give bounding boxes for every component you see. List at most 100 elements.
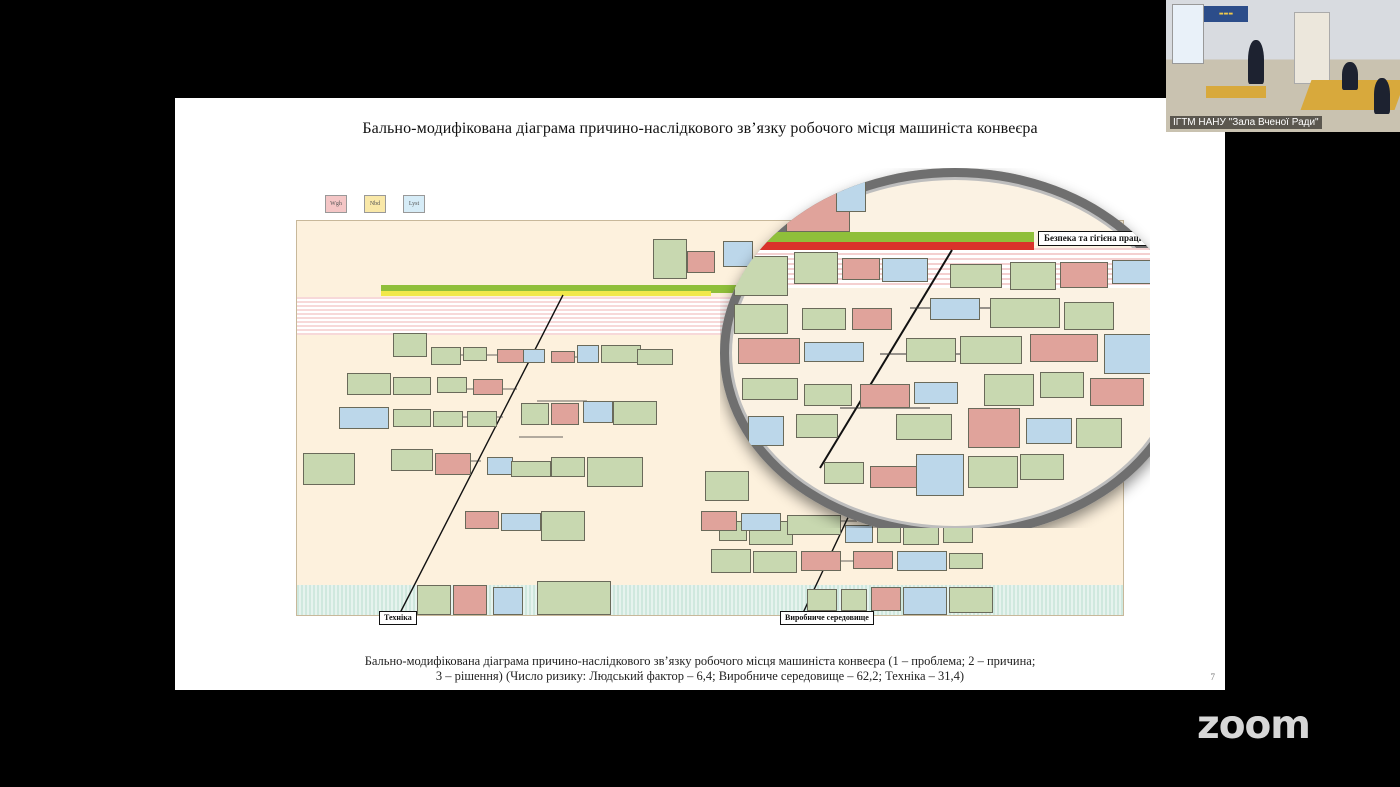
camera-person-standing — [1248, 40, 1264, 84]
diagram-node — [393, 333, 427, 357]
diagram-node — [393, 377, 431, 395]
caption-line-2: 3 – рішення) (Число ризику: Людський фак… — [435, 669, 965, 683]
diagram-node — [841, 589, 867, 611]
lens-diagram-node — [906, 338, 956, 362]
diagram-node — [741, 513, 781, 531]
lens-diagram-node — [914, 382, 958, 404]
diagram-node — [487, 457, 513, 475]
diagram-node — [347, 373, 391, 395]
diagram-spine-yellow — [381, 291, 711, 296]
legend-item-2: Nbd — [364, 195, 386, 213]
diagram-node — [897, 551, 947, 571]
diagram-node — [493, 587, 523, 615]
slide-page-number: 7 — [1210, 672, 1216, 682]
participant-video-thumbnail[interactable]: ▬▬▬ ІГТМ НАНУ "Зала Вченої Ради" — [1166, 0, 1400, 132]
diagram-label-technique: Техніка — [379, 611, 417, 625]
lens-diagram-node — [1076, 418, 1122, 448]
diagram-node — [903, 587, 947, 615]
lens-diagram-node — [1010, 262, 1056, 290]
diagram-node — [463, 347, 487, 361]
diagram-node — [523, 349, 545, 363]
lens-diagram-node — [852, 308, 892, 330]
lens-diagram-node — [1026, 418, 1072, 444]
diagram-node — [465, 511, 499, 529]
camera-wall-sign: ▬▬▬ — [1204, 6, 1248, 22]
diagram-node — [551, 457, 585, 477]
legend-item-3: Lyst — [403, 195, 425, 213]
diagram-node — [551, 403, 579, 425]
lens-diagram-node — [984, 374, 1034, 406]
lens-diagram-node — [1060, 262, 1108, 288]
magnifier-lens: Безпека та гігієна праці — [720, 168, 1150, 528]
diagram-node — [501, 513, 541, 531]
diagram-node — [431, 347, 461, 365]
camera-person-sitting-1 — [1342, 62, 1358, 90]
lens-diagram-node — [1030, 334, 1098, 362]
lens-diagram-node — [882, 258, 928, 282]
slide-caption: Бально-модифікована діаграма причино-нас… — [235, 654, 1165, 684]
diagram-node — [787, 515, 841, 535]
diagram-node — [587, 457, 643, 487]
diagram-node — [613, 401, 657, 425]
diagram-node — [303, 453, 355, 485]
lens-diagram-node — [734, 256, 788, 296]
diagram-node — [853, 551, 893, 569]
lens-diagram-node — [930, 298, 980, 320]
camera-door — [1294, 12, 1330, 84]
lens-diagram-node — [968, 456, 1018, 488]
diagram-node — [801, 551, 841, 571]
diagram-node — [711, 549, 751, 573]
diagram-node — [705, 471, 749, 501]
diagram-node — [577, 345, 599, 363]
diagram-node — [391, 449, 433, 471]
diagram-node — [949, 553, 983, 569]
participant-name-label: ІГТМ НАНУ "Зала Вченої Ради" — [1170, 116, 1322, 129]
diagram-node — [701, 511, 737, 531]
lens-diagram-node — [916, 454, 964, 496]
diagram-node — [437, 377, 467, 393]
diagram-node — [537, 581, 611, 615]
diagram-node — [687, 251, 715, 273]
lens-diagram-node — [860, 384, 910, 408]
caption-line-1: Бально-модифікована діаграма причино-нас… — [364, 654, 1036, 668]
lens-diagram-node — [1064, 302, 1114, 330]
lens-diagram-node — [836, 172, 866, 212]
lens-diagram-node — [1040, 372, 1084, 398]
camera-person-sitting-2 — [1374, 78, 1390, 114]
diagram-label-environment: Виробниче середовище — [780, 611, 874, 625]
diagram-node — [521, 403, 549, 425]
lens-diagram-node — [804, 384, 852, 406]
diagram-node — [467, 411, 497, 427]
fishbone-diagram — [296, 220, 1124, 616]
diagram-node — [807, 589, 837, 611]
lens-diagram-node — [1104, 334, 1150, 374]
lens-diagram-node — [796, 414, 838, 438]
lens-diagram-node — [1020, 454, 1064, 480]
lens-diagram-node — [738, 338, 800, 364]
lens-diagram-node — [804, 342, 864, 362]
lens-diagram-node — [802, 308, 846, 330]
diagram-node — [453, 585, 487, 615]
legend-item-1: Wgh — [325, 195, 347, 213]
lens-label-safety: Безпека та гігієна праці — [1038, 231, 1148, 246]
diagram-node — [433, 411, 463, 427]
diagram-node — [435, 453, 471, 475]
diagram-node — [473, 379, 503, 395]
lens-diagram-node — [968, 408, 1020, 448]
diagram-node — [653, 239, 687, 279]
camera-projector-screen — [1172, 4, 1204, 64]
diagram-node — [871, 587, 901, 611]
diagram-node — [541, 511, 585, 541]
lens-diagram-node — [824, 462, 864, 484]
lens-diagram-node — [896, 414, 952, 440]
diagram-node — [417, 585, 451, 615]
lens-diagram-node — [950, 264, 1002, 288]
lens-diagram-node — [734, 304, 788, 334]
diagram-spine-green — [381, 285, 1041, 293]
diagram-node — [949, 587, 993, 613]
diagram-node — [845, 525, 873, 543]
lens-diagram-node — [990, 298, 1060, 328]
zoom-logo: zoom — [1197, 703, 1311, 748]
lens-diagram-node — [748, 416, 784, 446]
slide-title: Бально-модифікована діаграма причино-нас… — [362, 120, 1038, 137]
